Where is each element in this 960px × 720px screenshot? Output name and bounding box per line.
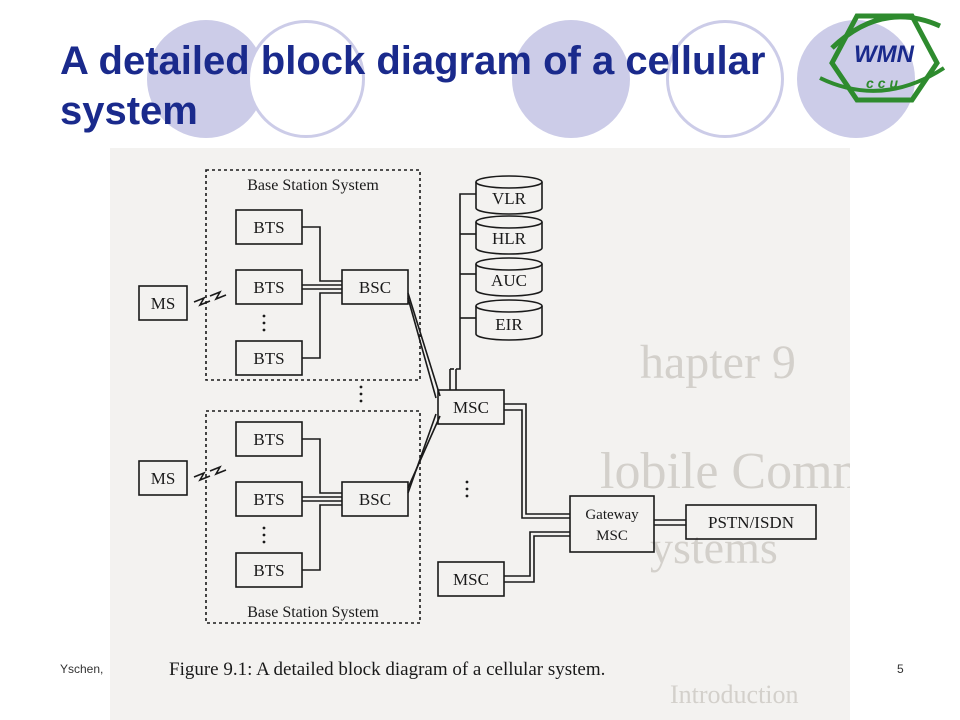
decor-circle-5 — [797, 20, 915, 138]
msc-box-second — [437, 561, 505, 597]
bss-label-top: Base Station System — [247, 177, 379, 194]
bts-box-bottom-2 — [235, 481, 303, 517]
pstn-isdn-box — [685, 504, 817, 540]
decor-circle-1 — [147, 20, 265, 138]
bts-label-top-2: BTS — [253, 278, 284, 297]
ms-label-top: MS — [151, 294, 176, 313]
figure-caption: Figure 9.1: A detailed block diagram of … — [169, 659, 605, 680]
footer-author: Yschen, — [60, 662, 104, 676]
bts-label-bottom-3: BTS — [253, 561, 284, 580]
diagram-scan: hapter 9 lobile Communicatio ystems Intr… — [110, 148, 850, 720]
bts-label-bottom-2: BTS — [253, 490, 284, 509]
bsc-label-bottom: BSC — [359, 490, 391, 509]
vlr-label: VLR — [492, 189, 527, 208]
bleed-through: hapter 9 lobile Communicatio ystems Intr… — [600, 336, 850, 709]
wmn-logo-graphic: WMN ccu — [819, 13, 946, 103]
logo-sub-text: ccu — [866, 75, 902, 91]
logo-main-text: WMN — [854, 41, 915, 68]
auc-label: AUC — [491, 271, 527, 290]
svg-text:Introduction: Introduction — [670, 680, 799, 709]
bss-group-top — [205, 169, 421, 381]
bsc-label-top: BSC — [359, 278, 391, 297]
svg-text:lobile Communicatio: lobile Communicatio — [600, 443, 850, 500]
decor-ring-4 — [666, 20, 784, 138]
database-vlr — [475, 175, 543, 215]
msc-label-main: MSC — [453, 398, 489, 417]
bss-label-bottom: Base Station System — [247, 604, 379, 621]
bts-label-bottom-1: BTS — [253, 430, 284, 449]
msc-box-main — [437, 389, 505, 425]
decor-circle-3 — [512, 20, 630, 138]
ms-box-top — [138, 285, 188, 321]
wmn-logo: WMN ccu — [812, 8, 952, 113]
bts-label-top-3: BTS — [253, 349, 284, 368]
decor-ring-2 — [247, 20, 365, 138]
database-eir — [475, 299, 543, 341]
database-auc — [475, 257, 543, 297]
slide-title: A detailed block diagram of a cellular s… — [60, 39, 766, 133]
eir-label: EIR — [495, 315, 523, 334]
database-hlr — [475, 215, 543, 255]
hlr-label: HLR — [492, 229, 527, 248]
gateway-label-line2: MSC — [596, 528, 628, 544]
svg-text:hapter 9: hapter 9 — [640, 336, 796, 389]
bsc-box-bottom — [341, 481, 409, 517]
pstn-isdn-label: PSTN/ISDN — [708, 513, 794, 532]
gateway-msc-box — [569, 495, 655, 553]
bts-label-top-1: BTS — [253, 218, 284, 237]
gateway-label-line1: Gateway — [585, 507, 639, 523]
page-number: 5 — [897, 662, 904, 676]
bsc-box-top — [341, 269, 409, 305]
msc-label-second: MSC — [453, 570, 489, 589]
ms-label-bottom: MS — [151, 469, 176, 488]
cellular-block-diagram: hapter 9 lobile Communicatio ystems Intr… — [138, 169, 850, 709]
ms-box-bottom — [138, 460, 188, 496]
bts-box-top-2 — [235, 269, 303, 305]
svg-text:ystems: ystems — [650, 522, 778, 573]
bss-group-bottom — [205, 410, 421, 624]
ellipsis-dots — [262, 314, 469, 544]
